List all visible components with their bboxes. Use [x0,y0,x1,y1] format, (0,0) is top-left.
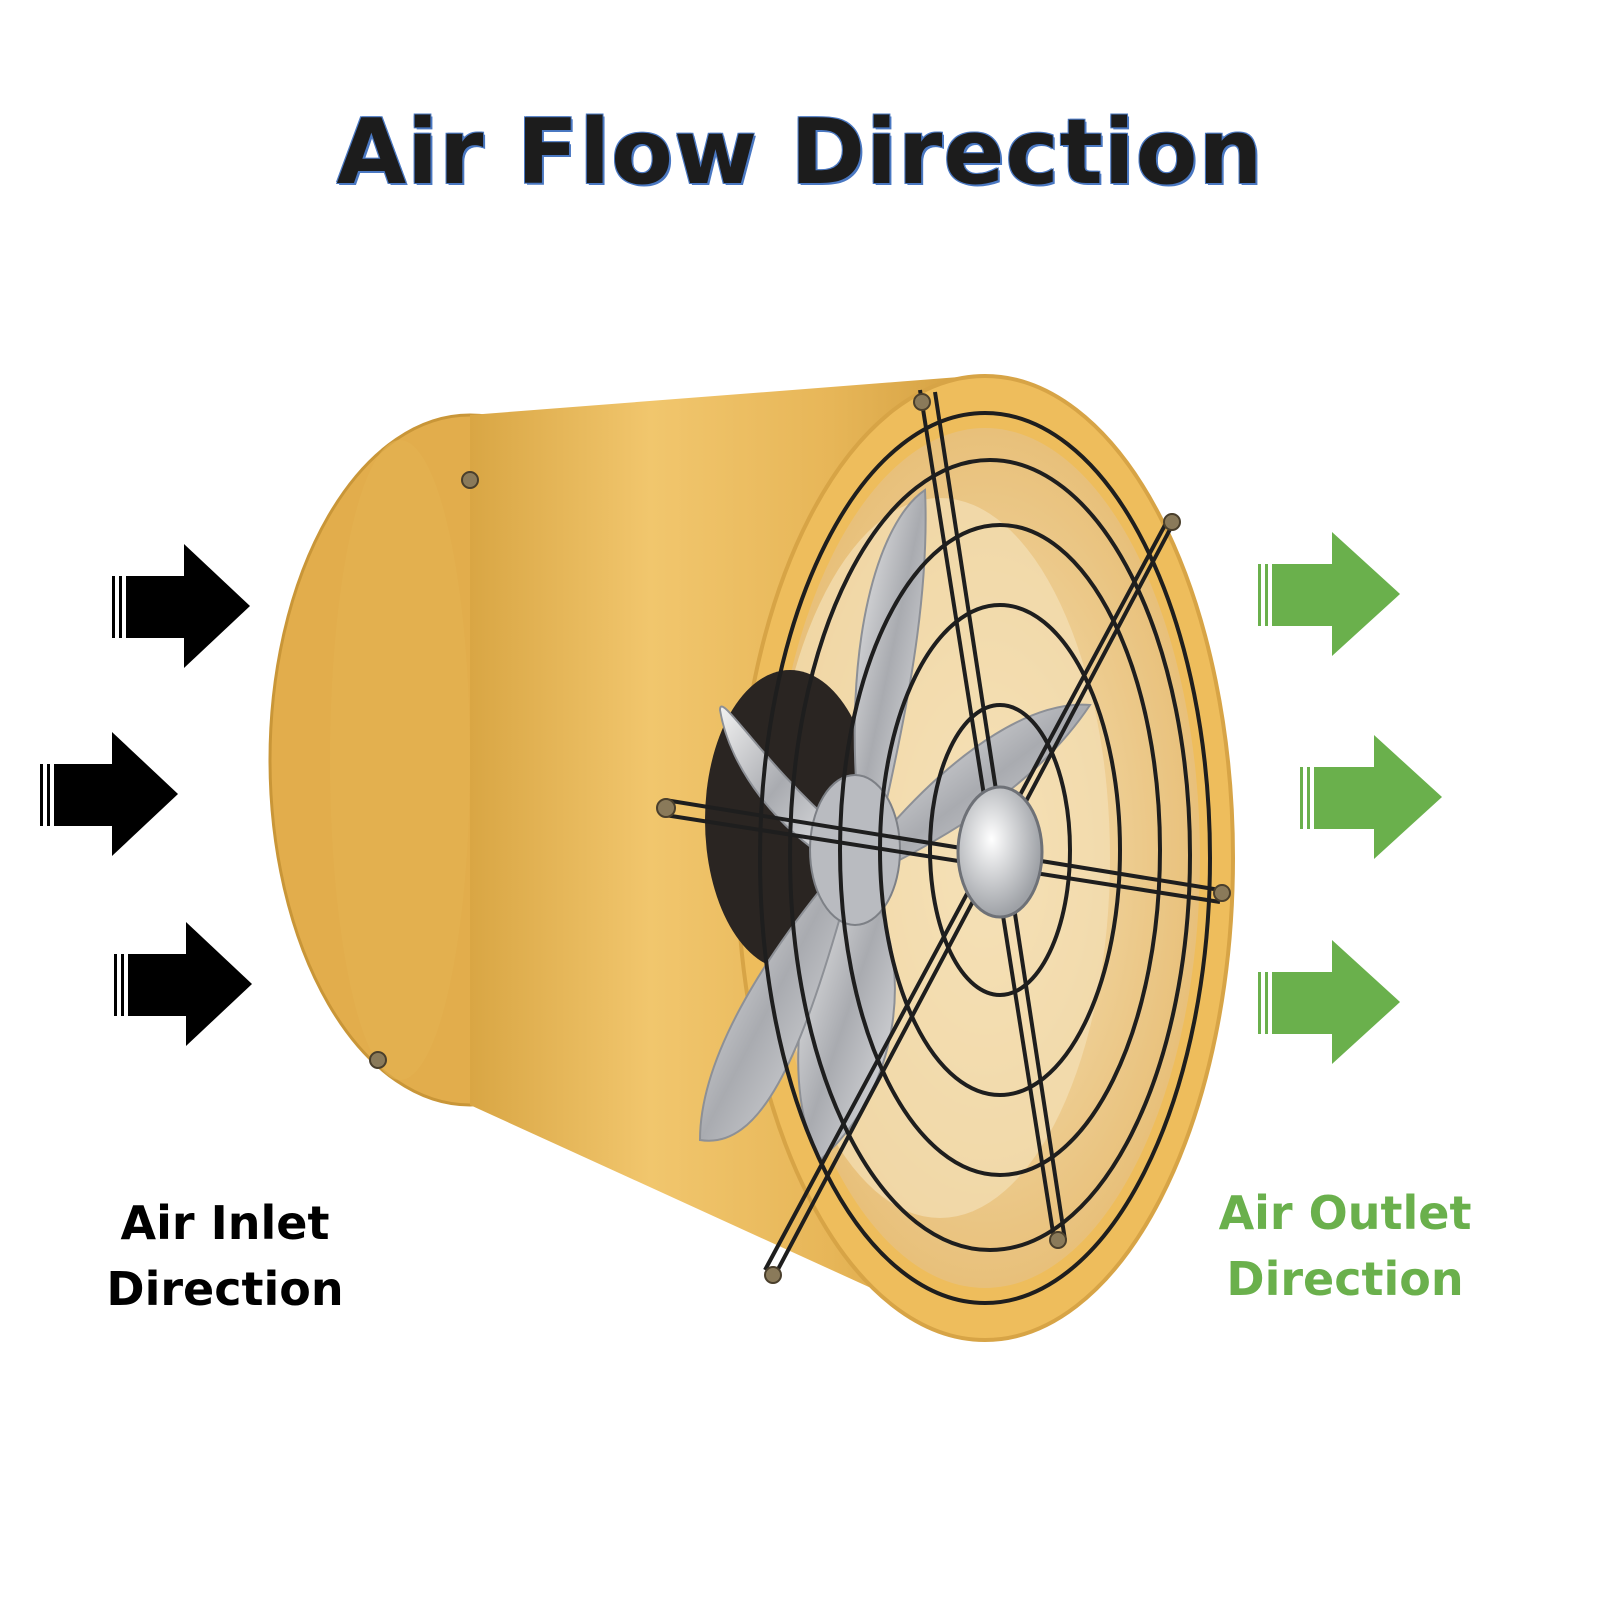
outlet-arrow-icon [1258,532,1400,656]
inlet-label-line2: Direction [106,1262,344,1316]
inlet-label: Air Inlet Direction [90,1190,360,1322]
fan-bolts [369,393,1231,1284]
inlet-arrow-icon [40,732,178,856]
outlet-label: Air Outlet Direction [1195,1180,1495,1312]
inlet-arrow-icon [114,922,252,1046]
diagram-title: Air Flow Direction [336,100,1264,205]
fan-blade [868,703,1092,872]
fan-blade [853,488,927,831]
outlet-label-line2: Direction [1226,1252,1464,1306]
outlet-arrow-icon [1258,940,1400,1064]
inlet-arrow-icon [112,544,250,668]
outlet-arrow-icon [1300,735,1442,859]
outlet-label-line1: Air Outlet [1218,1186,1472,1240]
fan-hub-cap [956,785,1044,919]
inlet-label-line1: Air Inlet [120,1196,330,1250]
